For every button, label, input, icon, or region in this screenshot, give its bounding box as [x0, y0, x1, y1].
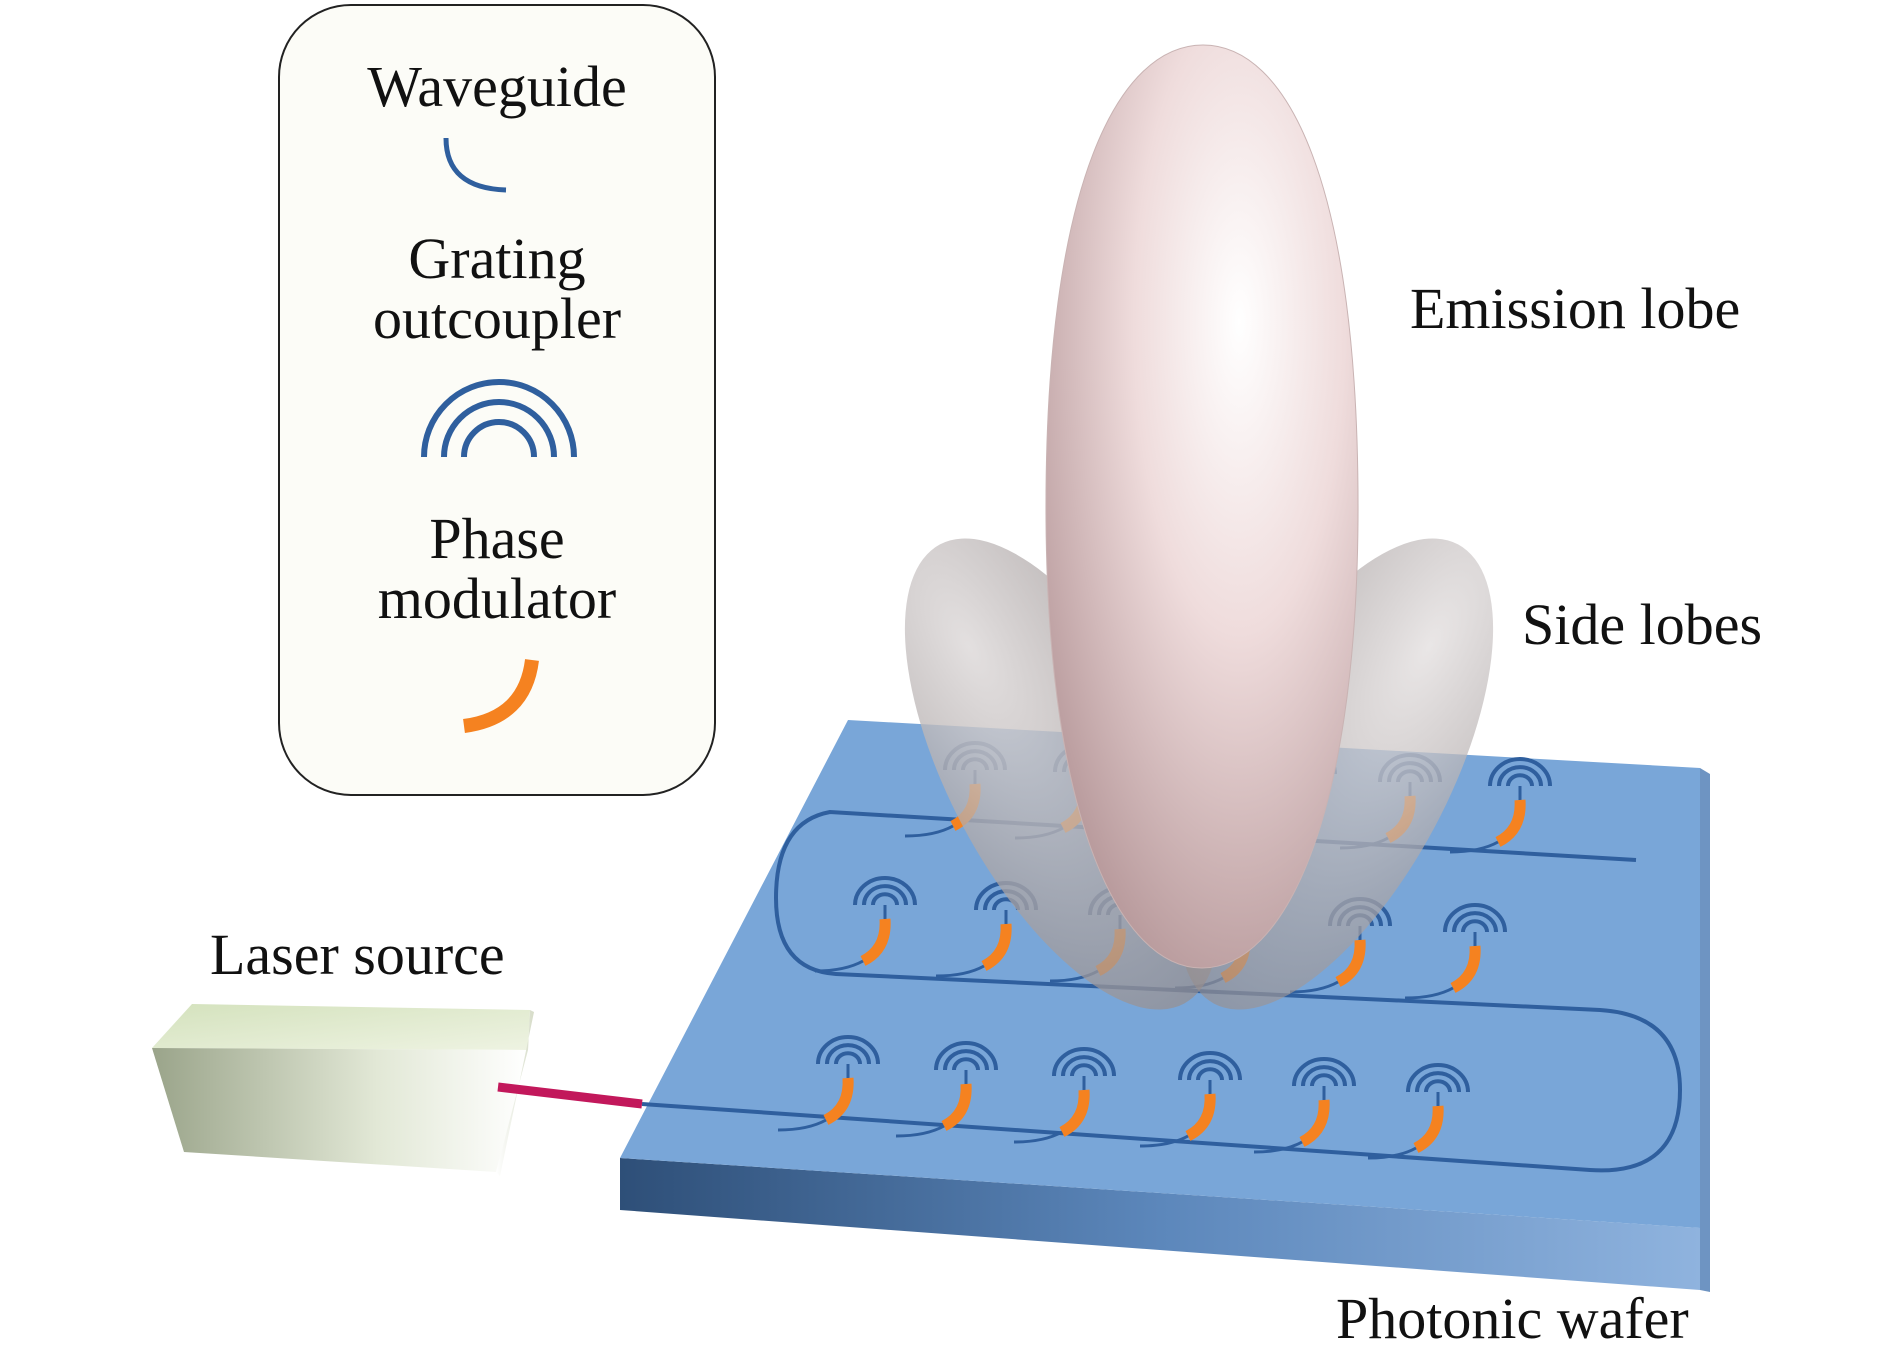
phase-modulator-icon: [860, 918, 891, 966]
phase-modulator-icon: [1413, 1105, 1444, 1153]
grating-outcoupler-icon: [853, 876, 917, 906]
waveguide-feed: [1449, 840, 1499, 854]
phase-modulator-icon: [981, 923, 1012, 971]
emitter: [777, 1035, 880, 1132]
emitter: [1449, 757, 1552, 854]
emission-lobe-label: Emission lobe: [1410, 276, 1741, 341]
waveguide-feed: [814, 959, 864, 973]
side-lobes-label: Side lobes: [1522, 592, 1763, 657]
grating-outcoupler-icon: [1488, 757, 1552, 787]
phase-modulator-icon: [1299, 1099, 1330, 1147]
legend-waveguide-icon: [443, 137, 507, 193]
waveguide-feed: [1367, 1146, 1417, 1160]
legend-phase-modulator-icon: [462, 658, 539, 733]
emitter: [814, 876, 917, 973]
emitter: [1139, 1051, 1242, 1148]
grating-outcoupler-icon: [1443, 903, 1507, 933]
legend-grating-label-line1: Grating: [408, 226, 586, 291]
waveguide-feed: [1013, 1130, 1063, 1144]
legend-waveguide-label: Waveguide: [367, 54, 627, 119]
waveguide-feed: [935, 964, 985, 978]
phase-modulator-icon: [1059, 1089, 1090, 1137]
phase-modulator-icon: [1185, 1093, 1216, 1141]
waveguide-feed: [1289, 980, 1339, 994]
legend-grating-icon: [421, 379, 577, 458]
waveguide-feed: [777, 1118, 827, 1132]
phase-modulator-icon: [1495, 799, 1526, 847]
emission-lobe: [1045, 44, 1359, 969]
waveguide-feed: [1253, 1140, 1303, 1154]
laser-box-top: [152, 1004, 530, 1050]
grating-outcoupler-icon: [934, 1041, 998, 1071]
waveguide-feed: [1139, 1134, 1189, 1148]
phase-modulator-icon: [1335, 939, 1366, 987]
waveguide-feed: [895, 1124, 945, 1138]
legend-phase-label-line1: Phase: [429, 506, 565, 571]
emitter: [1367, 1063, 1470, 1160]
waveguide-feed: [904, 824, 954, 838]
grating-outcoupler-icon: [1178, 1051, 1242, 1081]
wafer-right-face: [1700, 768, 1710, 1292]
laser-box-front: [152, 1048, 528, 1172]
grating-outcoupler-icon: [1052, 1047, 1116, 1077]
grating-outcoupler-icon: [1292, 1057, 1356, 1087]
waveguide-path: [641, 809, 1683, 1173]
emitter: [1404, 903, 1507, 1000]
laser-fiber: [497, 1082, 643, 1109]
legend-grating-label-line2: outcoupler: [372, 286, 622, 351]
photonic-wafer-label: Photonic wafer: [1336, 1286, 1689, 1351]
waveguide-feed: [1404, 986, 1454, 1000]
phase-modulator-icon: [823, 1077, 854, 1125]
wafer-side-face: [620, 1158, 1700, 1290]
grating-outcoupler-icon: [1406, 1063, 1470, 1093]
emitter: [895, 1041, 998, 1138]
laser-box-right: [496, 1010, 534, 1176]
legend-phase-label-line2: modulator: [377, 566, 617, 631]
phase-modulator-icon: [941, 1083, 972, 1131]
grating-outcoupler-icon: [816, 1035, 880, 1065]
laser-source-label: Laser source: [210, 922, 505, 987]
emitter: [1253, 1057, 1356, 1154]
phase-modulator-icon: [1450, 945, 1481, 993]
emitter: [1013, 1047, 1116, 1144]
